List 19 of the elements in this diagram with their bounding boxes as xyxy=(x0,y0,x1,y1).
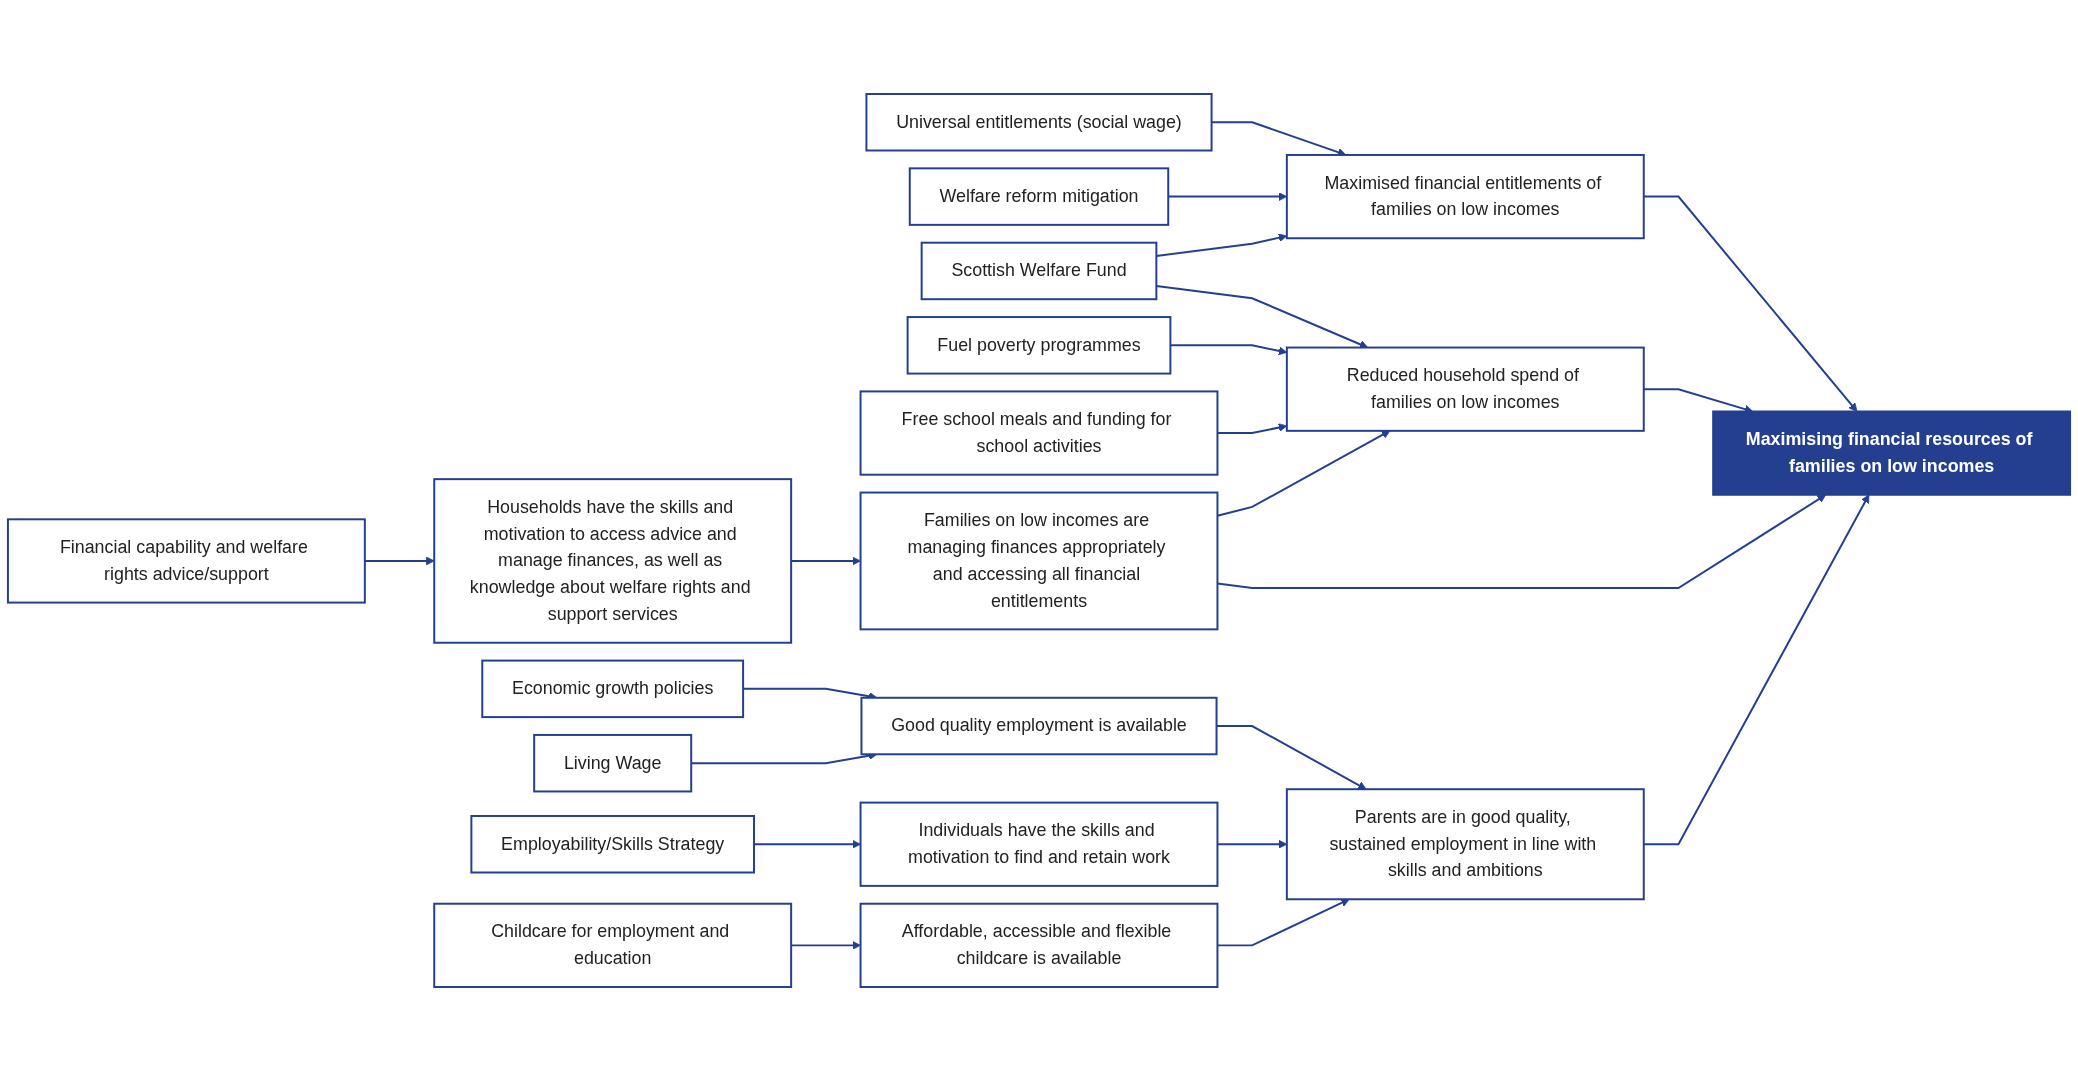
node-box: Good quality employment is available xyxy=(860,696,1218,756)
node-box: Fuel poverty programmes xyxy=(906,316,1172,375)
node-box: Universal entitlements (social wage) xyxy=(865,93,1213,152)
node-box: Free school meals and funding for school activities xyxy=(859,390,1219,476)
node-box: Employability/Skills Strategy xyxy=(470,815,755,874)
node-box: Economic growth policies xyxy=(481,659,745,719)
node-box: Scottish Welfare Fund xyxy=(920,241,1158,301)
node-box: Families on low incomes are managing finances appropriately and accessing all financial entitlements xyxy=(859,491,1219,631)
node-box: Maximised financial entitlements of families on low incomes xyxy=(1285,153,1645,240)
node-box: Childcare for employment and education xyxy=(433,902,793,988)
node-box: Financial capability and welfare rights advice/support xyxy=(6,518,366,604)
node-box: Living Wage xyxy=(533,733,693,793)
node-box: Maximising financial resources of families on low incomes xyxy=(1712,410,2072,496)
node-box: Households have the skills and motivation to access advice and manage finances, as well as knowledge about welfare rights and support services xyxy=(433,478,793,644)
node-box: Affordable, accessible and flexible childcare is available xyxy=(859,902,1219,988)
node-box: Individuals have the skills and motivation to find and retain work xyxy=(859,801,1219,887)
node-box: Reduced household spend of families on low incomes xyxy=(1285,346,1645,432)
node-box: Parents are in good quality, sustained employment in line with skills and ambitions xyxy=(1285,788,1645,901)
node-box: Welfare reform mitigation xyxy=(908,167,1170,226)
